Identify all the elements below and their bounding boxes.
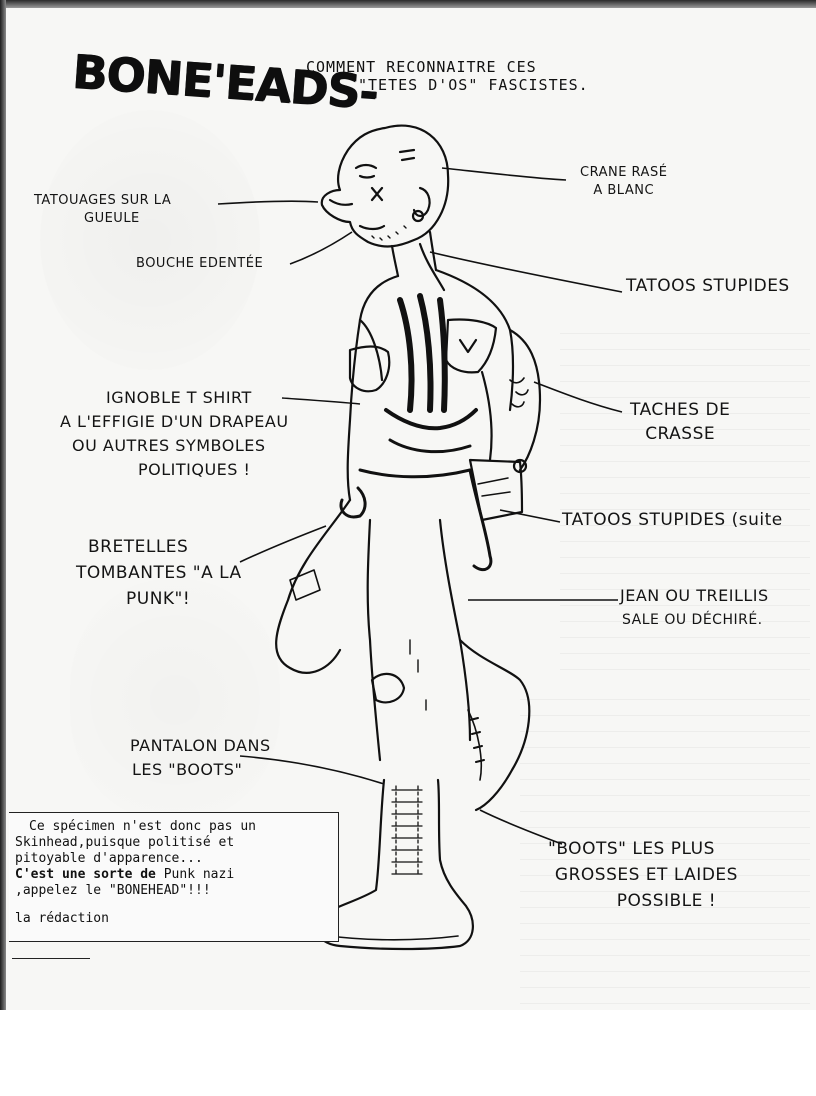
note-line-1: Ce spécimen n'est donc pas un	[29, 819, 256, 834]
background-bleed-image	[70, 580, 280, 820]
note-line-4-bold: C'est une sorte de	[15, 867, 156, 882]
label-boots: "BOOTS" LES PLUS GROSSES ET LAIDES POSSI…	[548, 839, 738, 911]
label-taches: TACHES DE CRASSE	[630, 400, 731, 444]
background-bleed-text	[520, 690, 810, 1020]
label-jean: JEAN OU TREILLIS SALE OU DÉCHIRÉ.	[620, 586, 769, 628]
label-tatoos-2: TATOOS STUPIDES (suite	[562, 510, 783, 530]
note-line-4-rest: Punk nazi	[155, 867, 235, 882]
note-line-5: ,appelez le "BONEHEAD"!!!	[15, 883, 211, 898]
editorial-note-box: Ce spécimen n'est donc pas un Skinhead,p…	[9, 812, 339, 942]
label-bretelles: BRETELLES TOMBANTES "A LA PUNK"!	[76, 537, 242, 609]
note-signature: la rédaction	[15, 911, 109, 926]
note-line-2: Skinhead,puisque politisé et	[15, 835, 235, 850]
label-tatouages: TATOUAGES SUR LA GUEULE	[34, 193, 172, 226]
scan-edge-left	[0, 0, 6, 1010]
title-subtitle: COMMENT RECONNAITRE CES "TETES D'OS" FAS…	[306, 58, 811, 94]
background-bleed-image	[40, 110, 260, 370]
subtitle-line-2: "TETES D'OS" FASCISTES.	[358, 76, 589, 94]
page-bottom-margin	[0, 1010, 816, 1096]
background-bleed-text	[560, 330, 810, 670]
label-bouche: BOUCHE EDENTÉE	[136, 256, 264, 271]
note-line-4: C'est une sorte de Punk nazi	[15, 867, 332, 883]
label-crane-rase: CRANE RASÉ A BLANC	[580, 165, 668, 198]
label-tatoos-1: TATOOS STUPIDES	[626, 276, 790, 296]
label-tshirt: IGNOBLE T SHIRT A L'EFFIGIE D'UN DRAPEAU…	[60, 388, 289, 479]
signature-underline	[12, 958, 90, 959]
subtitle-line-1: COMMENT RECONNAITRE CES	[306, 58, 537, 76]
note-line-3: pitoyable d'apparence...	[15, 851, 203, 866]
scan-edge-top	[0, 0, 816, 8]
label-pantalon: PANTALON DANS LES "BOOTS"	[130, 736, 271, 779]
